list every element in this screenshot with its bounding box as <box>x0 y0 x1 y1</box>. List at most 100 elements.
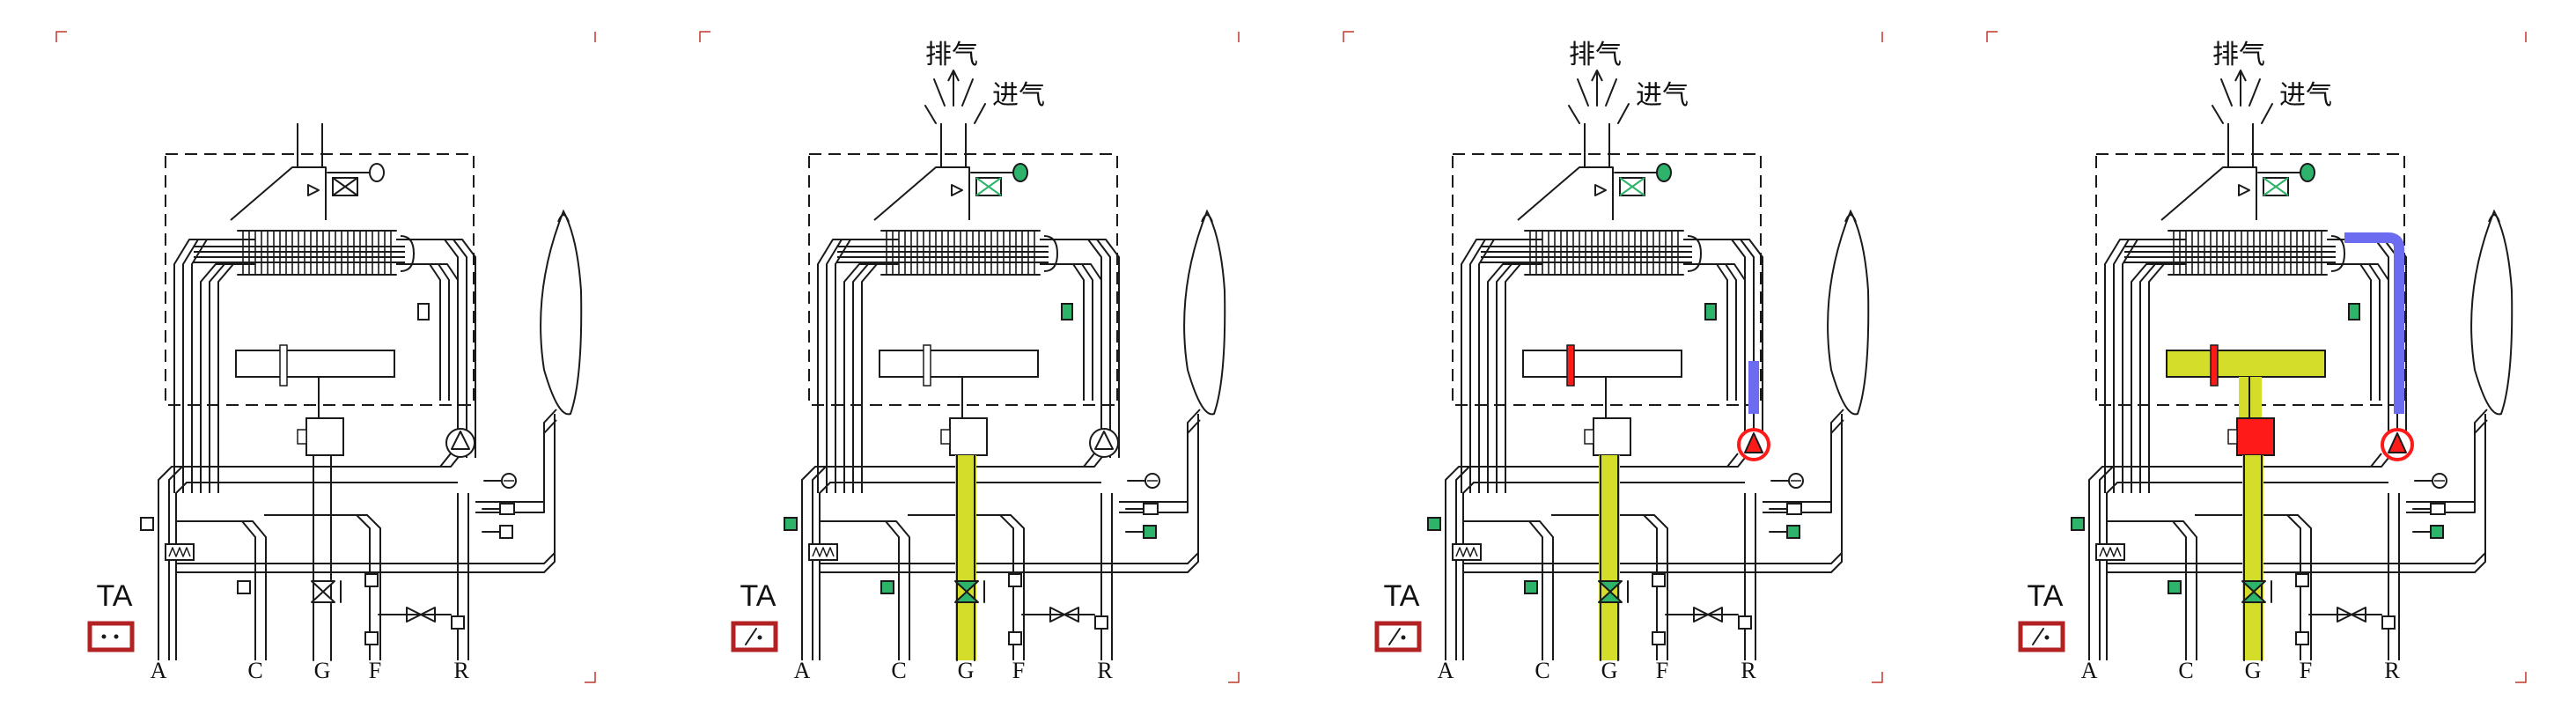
fan-blade <box>1594 184 1607 196</box>
coil-bend <box>1043 235 1058 272</box>
pump-icon <box>1094 431 1114 450</box>
thermostat-contact <box>2044 635 2050 640</box>
exhaust-arrow <box>1605 78 1617 107</box>
gas-valve-coil <box>940 429 951 445</box>
flow-switch <box>808 543 838 561</box>
gas-valve-body <box>1593 417 1631 456</box>
exhaust-arrowhead <box>947 70 960 82</box>
exhaust-arrowhead <box>2234 70 2247 82</box>
pipe-path <box>168 453 462 660</box>
expansion-vessel-cap <box>1844 214 1857 223</box>
pipe-path <box>801 453 1095 660</box>
gas-cock-bottom <box>954 591 979 603</box>
pipe-path <box>861 263 899 493</box>
cold-outlet-fitting <box>1652 631 1666 645</box>
gas-flow <box>955 455 976 660</box>
intake-arrow <box>2261 103 2273 124</box>
flue-pipe <box>297 123 323 167</box>
safety-valve <box>499 503 515 515</box>
fan-blade <box>2238 184 2250 196</box>
flow-switch-spring <box>168 547 191 557</box>
pipe-path <box>191 239 255 493</box>
burner-ramp <box>879 350 1039 378</box>
intake-label: 进气 <box>2279 80 2332 111</box>
crop-mark-top-left <box>1343 31 1354 42</box>
pipe-path <box>1474 520 1554 660</box>
flow-switch <box>1452 543 1482 561</box>
gas-cock-top <box>954 580 979 593</box>
drain-fitting <box>784 517 798 531</box>
cold-inlet-fitting <box>1008 573 1022 587</box>
boiler-casing <box>808 153 1118 406</box>
flow-switch-spring <box>1455 547 1478 557</box>
burner-ramp <box>235 350 395 378</box>
gas-valve-coil <box>297 429 307 445</box>
pipe-path <box>158 453 452 660</box>
thermostat-label: TA <box>2028 579 2064 613</box>
coil-bend <box>400 235 415 272</box>
port-label-c: C <box>891 658 906 683</box>
port-label-g: G <box>314 658 331 683</box>
gas-cock-top <box>2241 580 2266 593</box>
burner-ramp <box>2166 350 2326 378</box>
gas-cock-top <box>311 580 335 593</box>
fan-blade <box>307 184 320 196</box>
water-flow <box>2344 232 2404 414</box>
pipe-path <box>176 423 556 573</box>
pipe-path <box>1455 453 1749 660</box>
port-label-a: A <box>2081 658 2098 683</box>
pipe-path <box>414 239 476 458</box>
port-label-c: C <box>1535 658 1549 683</box>
flow-switch-spring <box>2099 547 2122 557</box>
filling-valve <box>499 525 513 539</box>
pipe-path <box>830 520 910 660</box>
expansion-vessel-cap <box>2488 214 2500 223</box>
pipe-path <box>1463 423 1843 573</box>
safety-valve <box>1143 503 1159 515</box>
thermostat-contact <box>114 634 119 639</box>
exhaust-arrow <box>2220 78 2233 107</box>
exhaust-label: 排气 <box>925 40 978 70</box>
pipe-path <box>2088 453 2382 660</box>
thermostat-label: TA <box>1384 579 1420 613</box>
safety-valve <box>1786 503 1802 515</box>
gas-valve-coil <box>2227 429 2238 445</box>
pipe-path <box>1496 263 1534 493</box>
thermostat-contact <box>757 635 762 640</box>
intake-label: 进气 <box>992 80 1045 111</box>
crop-mark-bottom-right <box>1228 672 1240 683</box>
pipe-path <box>1763 419 1844 513</box>
gas-valve-coil <box>1584 429 1594 445</box>
gas-cock-bottom <box>311 591 335 603</box>
thermostat-box <box>2018 621 2065 652</box>
port-label-f: F <box>369 658 381 683</box>
exhaust-arrow <box>961 78 974 107</box>
thermostat-switch <box>2032 628 2044 645</box>
pipe-path <box>264 514 371 660</box>
port-label-g: G <box>1601 658 1618 683</box>
fan-motor-icon <box>1012 163 1028 182</box>
crop-mark-bottom-right <box>585 672 596 683</box>
pipe-path <box>2117 520 2197 660</box>
condensate-fitting <box>2168 580 2182 594</box>
pipe-path <box>820 423 1199 573</box>
igniter-electrode <box>2210 344 2219 387</box>
flow-switch <box>165 543 195 561</box>
pipe-path <box>176 414 556 564</box>
pipe-path <box>2139 263 2177 493</box>
condensate-fitting <box>1524 580 1538 594</box>
fan-cross <box>332 177 358 196</box>
pipe-path <box>2099 453 2393 660</box>
cold-inlet-fitting <box>364 573 379 587</box>
port-label-r: R <box>1741 658 1756 683</box>
port-label-c: C <box>2178 658 2193 683</box>
gas-flow <box>1599 455 1620 660</box>
pipe-path <box>396 263 441 401</box>
pipe-path <box>852 263 890 493</box>
pump-icon <box>451 431 470 450</box>
temperature-sensor <box>417 303 430 320</box>
pipe-path <box>1463 414 1843 564</box>
fan-blade <box>951 184 963 196</box>
